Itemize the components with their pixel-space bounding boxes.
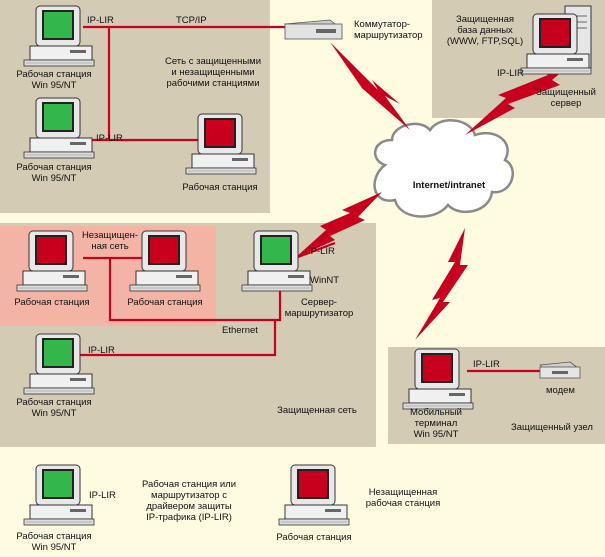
iplir-top-label: IP-LIR [87, 15, 114, 26]
iplir-prot-label: IP-LIR [88, 345, 115, 356]
ws-unprot2-label: Рабочая станция [127, 297, 203, 308]
iplir-mid-label: IP-LIR [96, 133, 123, 144]
modem-label: модем [546, 385, 575, 396]
unprotected-net-label: Незащищен-ная сеть [81, 230, 139, 252]
computer-unprotected-icon [278, 464, 350, 526]
iplir-router-label: IP-LIR [308, 246, 335, 257]
cloud-icon [373, 119, 514, 218]
winnt-label: WinNT [310, 275, 340, 286]
modem-icon [539, 361, 581, 379]
protected-node-label: Защищенный узел [511, 422, 593, 433]
legend-iplir-label: IP-LIR [89, 490, 116, 501]
ws-unprot1-label: Рабочая станция [14, 297, 90, 308]
router-label: Сервер-маршрутизатор [284, 297, 354, 319]
switch-label: Коммутатор-маршрутизатор [354, 19, 423, 41]
ethernet-label: Ethernet [222, 325, 258, 336]
ws-red-top-label: Рабочая станция [182, 182, 258, 193]
legend-ws-red-label: Рабочая станция [276, 532, 352, 543]
internet-label: Internet/intranet [412, 180, 486, 191]
computer-protected-icon [23, 464, 95, 526]
tcpip-label: TCP/IP [176, 15, 207, 26]
protected-net-label: Защищенная сеть [277, 405, 357, 416]
iplir-mobile-label: IP-LIR [473, 359, 500, 370]
iplir-server-label: IP-LIR [497, 68, 524, 79]
switch-router-icon [283, 19, 343, 40]
